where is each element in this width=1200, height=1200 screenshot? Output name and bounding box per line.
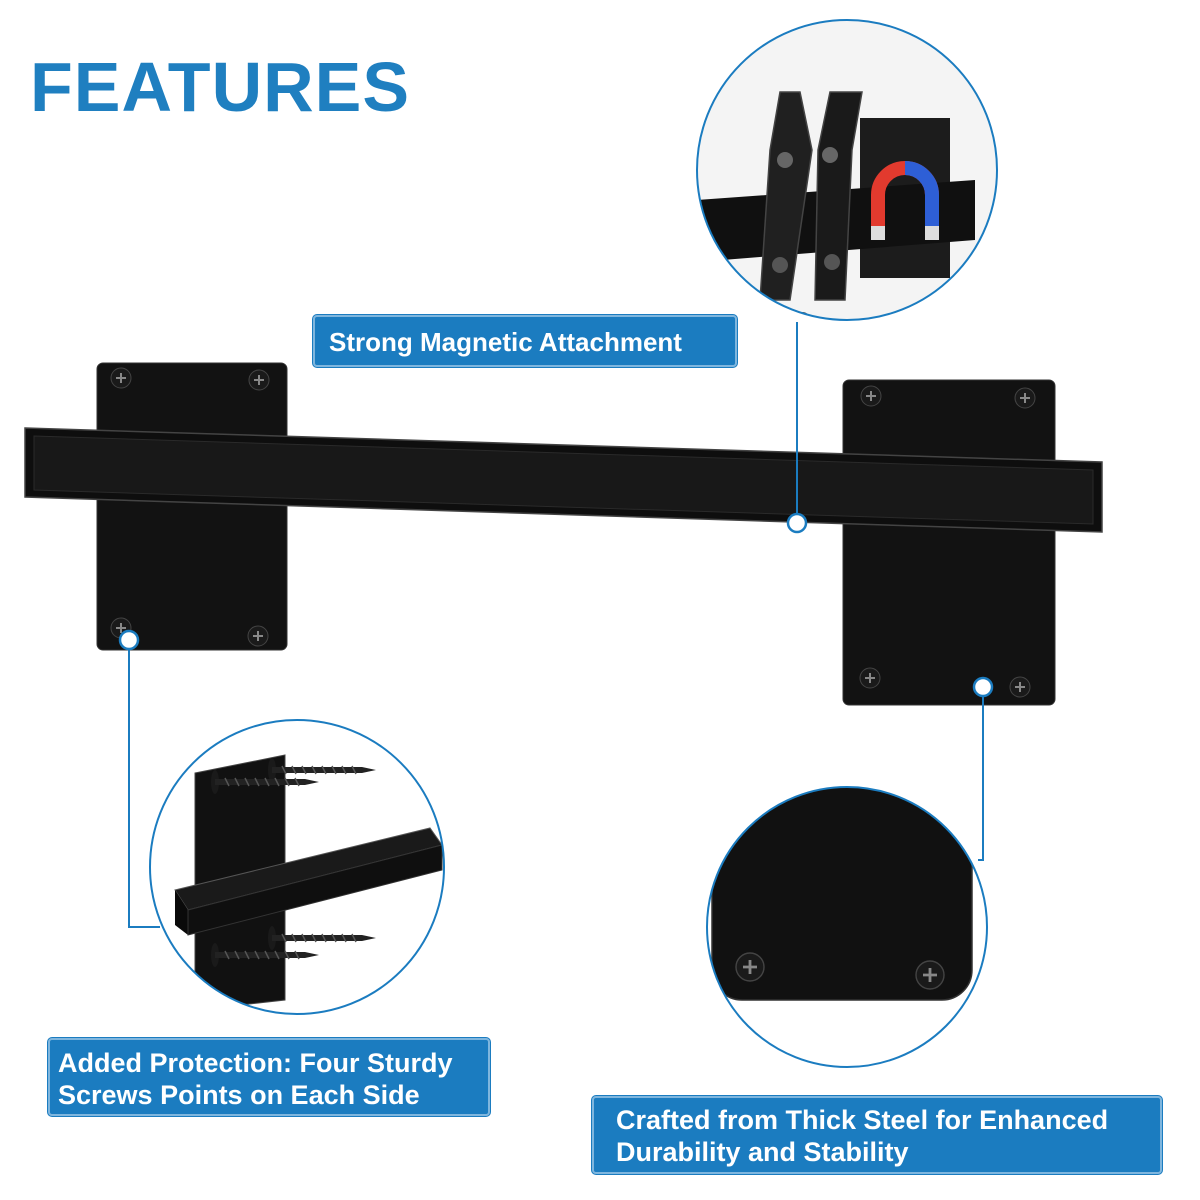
screw-icon — [860, 385, 882, 407]
feature-line: Screws Points on Each Side — [58, 1080, 420, 1111]
left-mounting-plate — [96, 362, 288, 651]
steel-plate-detail-circle — [706, 786, 988, 1068]
feature-line: Strong Magnetic Attachment — [329, 327, 682, 357]
screw-icon — [734, 951, 766, 983]
callout-dot — [786, 512, 808, 534]
feature-label-protection: Added Protection: Four Sturdy Screws Poi… — [48, 1038, 490, 1116]
screw-icon — [1014, 387, 1036, 409]
feature-label-magnetic: Strong Magnetic Attachment — [313, 315, 737, 367]
feature-line: Crafted from Thick Steel for Enhanced — [616, 1105, 1109, 1135]
screw-icon — [247, 625, 269, 647]
callout-lines — [128, 322, 984, 928]
magnet-icon — [871, 161, 939, 240]
screw-icon — [1009, 676, 1031, 698]
right-mounting-plate — [842, 379, 1056, 706]
feature-line: Added Protection: Four Sturdy — [58, 1048, 453, 1078]
feature-label-steel: Crafted from Thick Steel for Enhanced Du… — [592, 1096, 1162, 1174]
callout-dot — [118, 629, 140, 651]
feature-line: Durability and Stability — [616, 1137, 909, 1168]
page-title: FEATURES — [30, 48, 411, 126]
magnet-detail-circle — [696, 19, 998, 321]
screw-icon — [914, 959, 946, 991]
screw-icon — [859, 667, 881, 689]
magnetic-rack — [24, 362, 1103, 706]
screws-detail-circle — [149, 719, 445, 1015]
screw-icon — [110, 367, 132, 389]
callout-dot — [972, 676, 994, 698]
screw-icon — [248, 369, 270, 391]
